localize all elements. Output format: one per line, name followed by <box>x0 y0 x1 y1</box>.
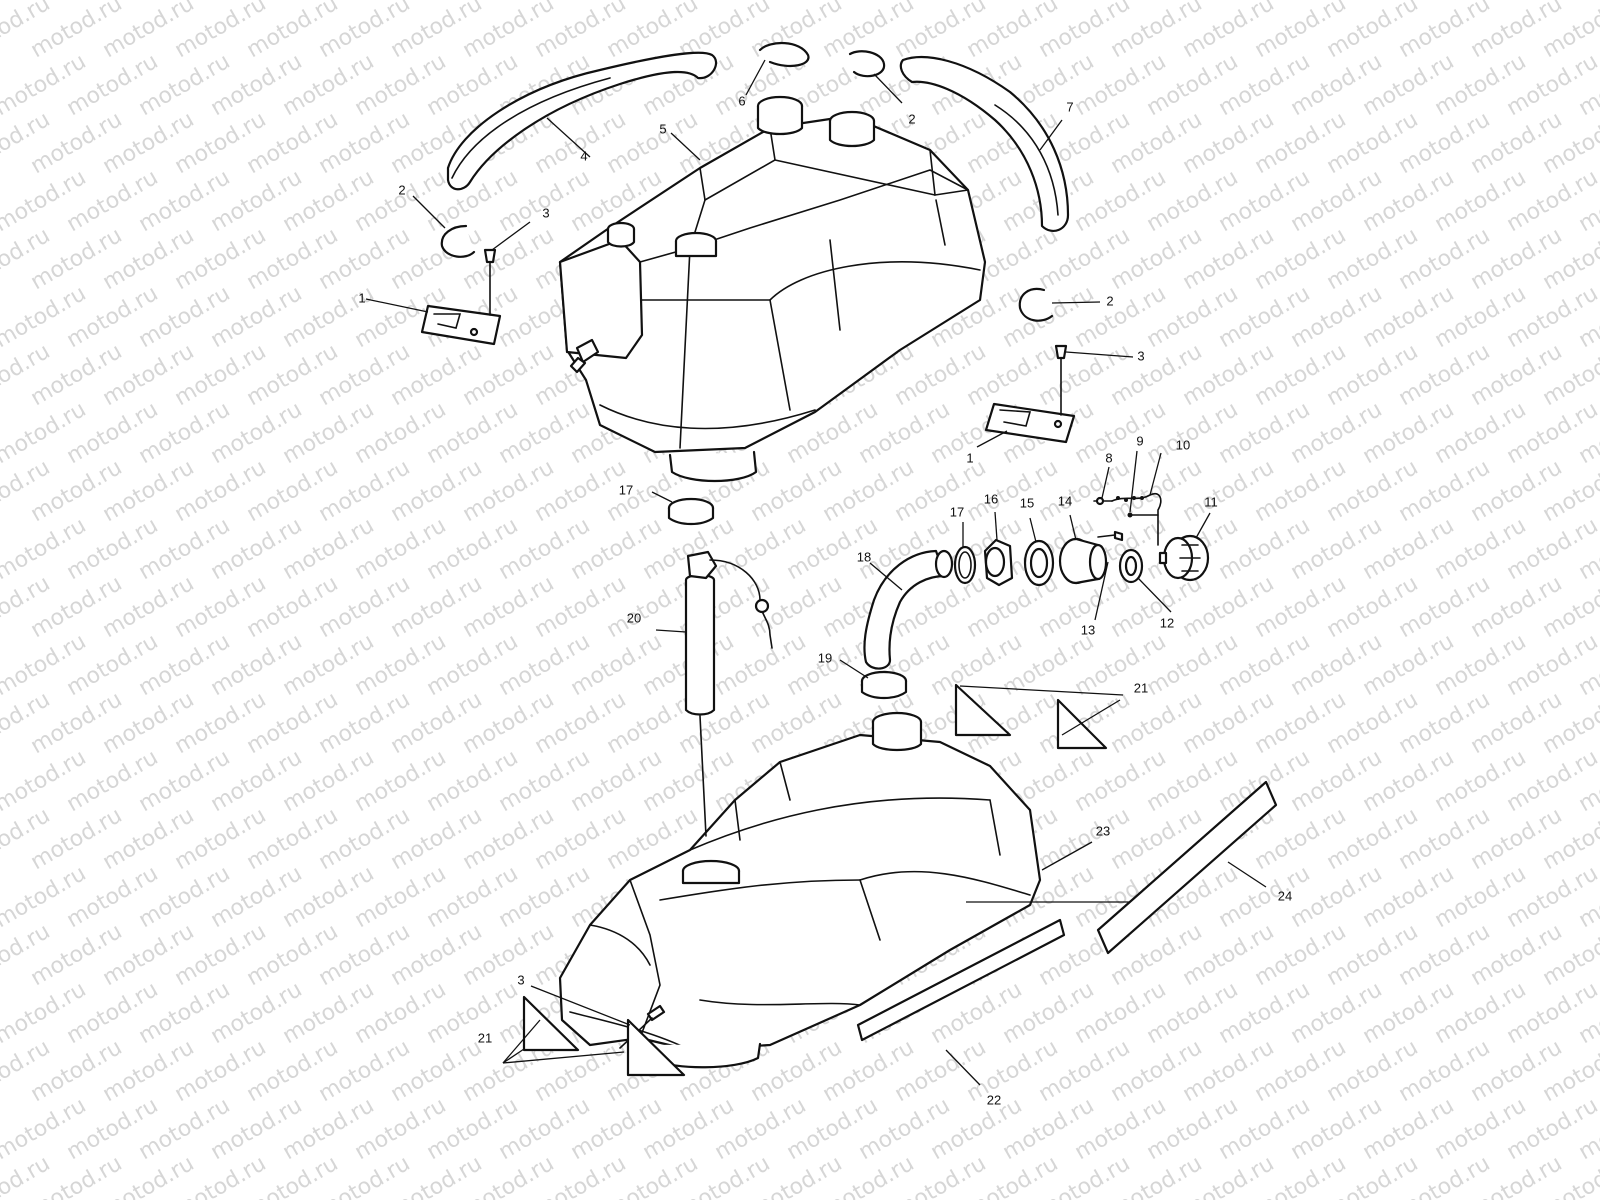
callout-1: 1 <box>966 450 973 465</box>
callout-11: 11 <box>1204 494 1218 509</box>
callout-18: 18 <box>857 549 871 564</box>
clamp-17-top <box>667 497 715 526</box>
chain-10 <box>1127 512 1159 518</box>
callout-21: 21 <box>1134 680 1148 695</box>
pad-24 <box>1096 780 1278 955</box>
clamp-19 <box>860 670 908 700</box>
callout-3: 3 <box>517 972 524 987</box>
callout-12: 12 <box>1160 615 1174 630</box>
callout-16: 16 <box>984 491 998 506</box>
callout-2: 2 <box>398 182 405 197</box>
plate-15 <box>1023 539 1055 587</box>
callout-24: 24 <box>1278 888 1292 903</box>
callout-10: 10 <box>1176 437 1190 452</box>
callout-14: 14 <box>1058 493 1072 508</box>
callout-7: 7 <box>1066 99 1073 114</box>
screw-left <box>483 248 497 316</box>
callout-labels: 1 1 2 2 2 3 3 3 4 5 6 7 8 9 10 11 12 13 … <box>358 93 1292 1107</box>
callout-17: 17 <box>950 504 964 519</box>
hose-18 <box>863 549 954 670</box>
watermark-text: motod.ru <box>1575 0 1600 5</box>
callout-2: 2 <box>1106 293 1113 308</box>
callout-20: 20 <box>627 610 641 625</box>
callout-19: 19 <box>818 650 832 665</box>
callout-6: 6 <box>738 93 745 108</box>
callout-9: 9 <box>1136 433 1143 448</box>
clamp-17-right <box>953 545 977 585</box>
pad-21-d <box>626 1018 686 1077</box>
callout-4: 4 <box>580 148 587 163</box>
callout-17: 17 <box>619 482 633 497</box>
upper-fuel-tank <box>558 95 987 483</box>
pad-21-a <box>954 683 1012 737</box>
nut-16 <box>983 538 1014 587</box>
leader-lines <box>365 59 1267 1086</box>
gas-cap-11 <box>1158 534 1210 582</box>
clip-2-right <box>1018 287 1054 322</box>
callout-21: 21 <box>478 1030 492 1045</box>
callout-3: 3 <box>1137 348 1144 363</box>
callout-22: 22 <box>987 1092 1001 1107</box>
mount-plate-right <box>984 402 1076 444</box>
clip-2-top <box>848 50 886 78</box>
callout-5: 5 <box>659 121 666 136</box>
callout-15: 15 <box>1020 495 1034 510</box>
pad-21-c <box>522 995 580 1052</box>
clip-6 <box>758 42 810 68</box>
fuel-sender-20 <box>684 550 773 837</box>
strap-right <box>899 56 1070 232</box>
callout-8: 8 <box>1105 450 1112 465</box>
callout-3: 3 <box>542 205 549 220</box>
callout-23: 23 <box>1096 823 1110 838</box>
callout-2: 2 <box>908 111 915 126</box>
gasket-12 <box>1118 548 1144 584</box>
callout-13: 13 <box>1081 622 1095 637</box>
strap-left <box>446 51 718 191</box>
clip-2-left <box>440 224 476 258</box>
mount-plate-left <box>420 304 502 346</box>
callout-1: 1 <box>358 290 365 305</box>
pad-22 <box>856 918 1066 1042</box>
screw-right <box>1054 344 1068 416</box>
pad-21-b <box>1056 698 1108 750</box>
lower-fuel-tank <box>558 711 1042 1069</box>
